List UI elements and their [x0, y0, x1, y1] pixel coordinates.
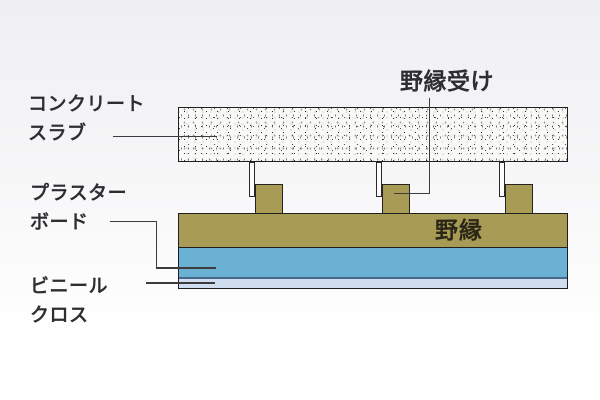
- leader-line-plasterboard-2: [155, 220, 158, 269]
- leader-line-plasterboard-3: [155, 267, 216, 269]
- vinyl-cloth-layer: [179, 278, 567, 288]
- nobuchi-bar-layer: 野縁: [179, 214, 567, 248]
- nobuchi-uke-block: [505, 184, 533, 214]
- ceiling-layers-box: 野縁: [178, 213, 568, 289]
- vinyl-cloth-label: ビニール クロス: [30, 272, 108, 330]
- leader-line-nobuchi-uke-vertical: [428, 98, 431, 194]
- concrete-slab-label: コンクリート スラブ: [28, 90, 145, 148]
- nobuchi-uke-label: 野縁受け: [400, 69, 494, 94]
- plasterboard-layer: [179, 248, 567, 277]
- nobuchi-label: 野縁: [435, 218, 483, 243]
- hanger-strip: [249, 162, 255, 197]
- vinyl-cloth-label-line2: クロス: [30, 305, 89, 326]
- plasterboard-label-line2: ボード: [30, 212, 89, 233]
- hanger-strip: [375, 162, 382, 197]
- leader-line-concrete-slab: [113, 135, 217, 138]
- concrete-slab-label-line1: コンクリート: [28, 94, 146, 115]
- plasterboard-label-line1: プラスター: [30, 183, 128, 204]
- concrete-slab-layer: [178, 107, 568, 162]
- vinyl-cloth-label-line1: ビニール: [30, 276, 109, 297]
- hanger-strip: [499, 162, 505, 197]
- concrete-slab-label-line2: スラブ: [28, 123, 87, 144]
- leader-line-nobuchi-uke-horizontal: [394, 192, 430, 195]
- plasterboard-label: プラスター ボード: [30, 179, 127, 237]
- nobuchi-uke-block: [381, 184, 410, 214]
- nobuchi-uke-block: [255, 184, 283, 214]
- leader-line-plasterboard-1: [110, 220, 157, 223]
- leader-line-vinyl-cloth: [146, 282, 215, 284]
- layer-divider-line: [179, 276, 567, 279]
